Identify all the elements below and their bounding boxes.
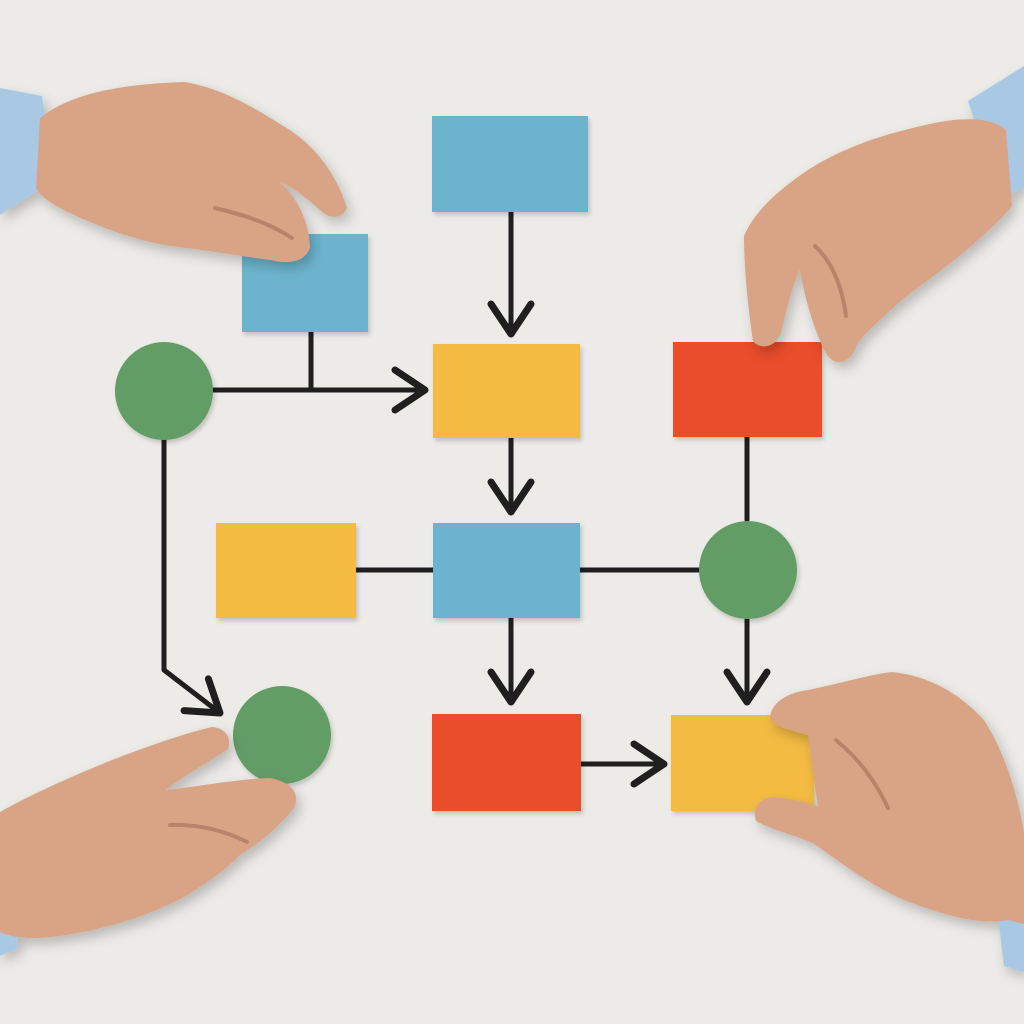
bottom-right-hand	[754, 672, 1024, 972]
top-right-hand-shape	[744, 119, 1012, 363]
held-green-circle	[233, 686, 331, 784]
bottom-red-card	[432, 714, 581, 811]
center-blue-card	[433, 523, 580, 618]
bottom-left-hand-shape	[0, 727, 297, 939]
connector-left-green-to-held-green	[161, 437, 224, 717]
bottom-left-knuckle-shade	[168, 822, 249, 844]
flowchart-shapes	[115, 116, 822, 811]
top-right-knuckle-shade	[813, 244, 848, 318]
top-blue-card	[432, 116, 588, 212]
top-right-hand	[744, 66, 1024, 363]
upper-yellow-card	[433, 344, 580, 438]
bottom-right-knuckle-shade	[834, 738, 890, 810]
top-left-hand	[0, 82, 347, 263]
left-green-circle	[115, 342, 213, 440]
left-yellow-card	[216, 523, 356, 618]
bottom-left-hand	[0, 727, 297, 956]
held-red-card	[673, 342, 822, 437]
right-green-circle	[699, 521, 797, 619]
bottom-right-hand-shape	[754, 672, 1024, 924]
top-left-hand-shape	[36, 82, 347, 263]
connectors	[161, 209, 771, 788]
held-yellow-card	[671, 715, 814, 811]
top-left-knuckle-shade	[213, 206, 294, 240]
hands	[0, 66, 1024, 972]
